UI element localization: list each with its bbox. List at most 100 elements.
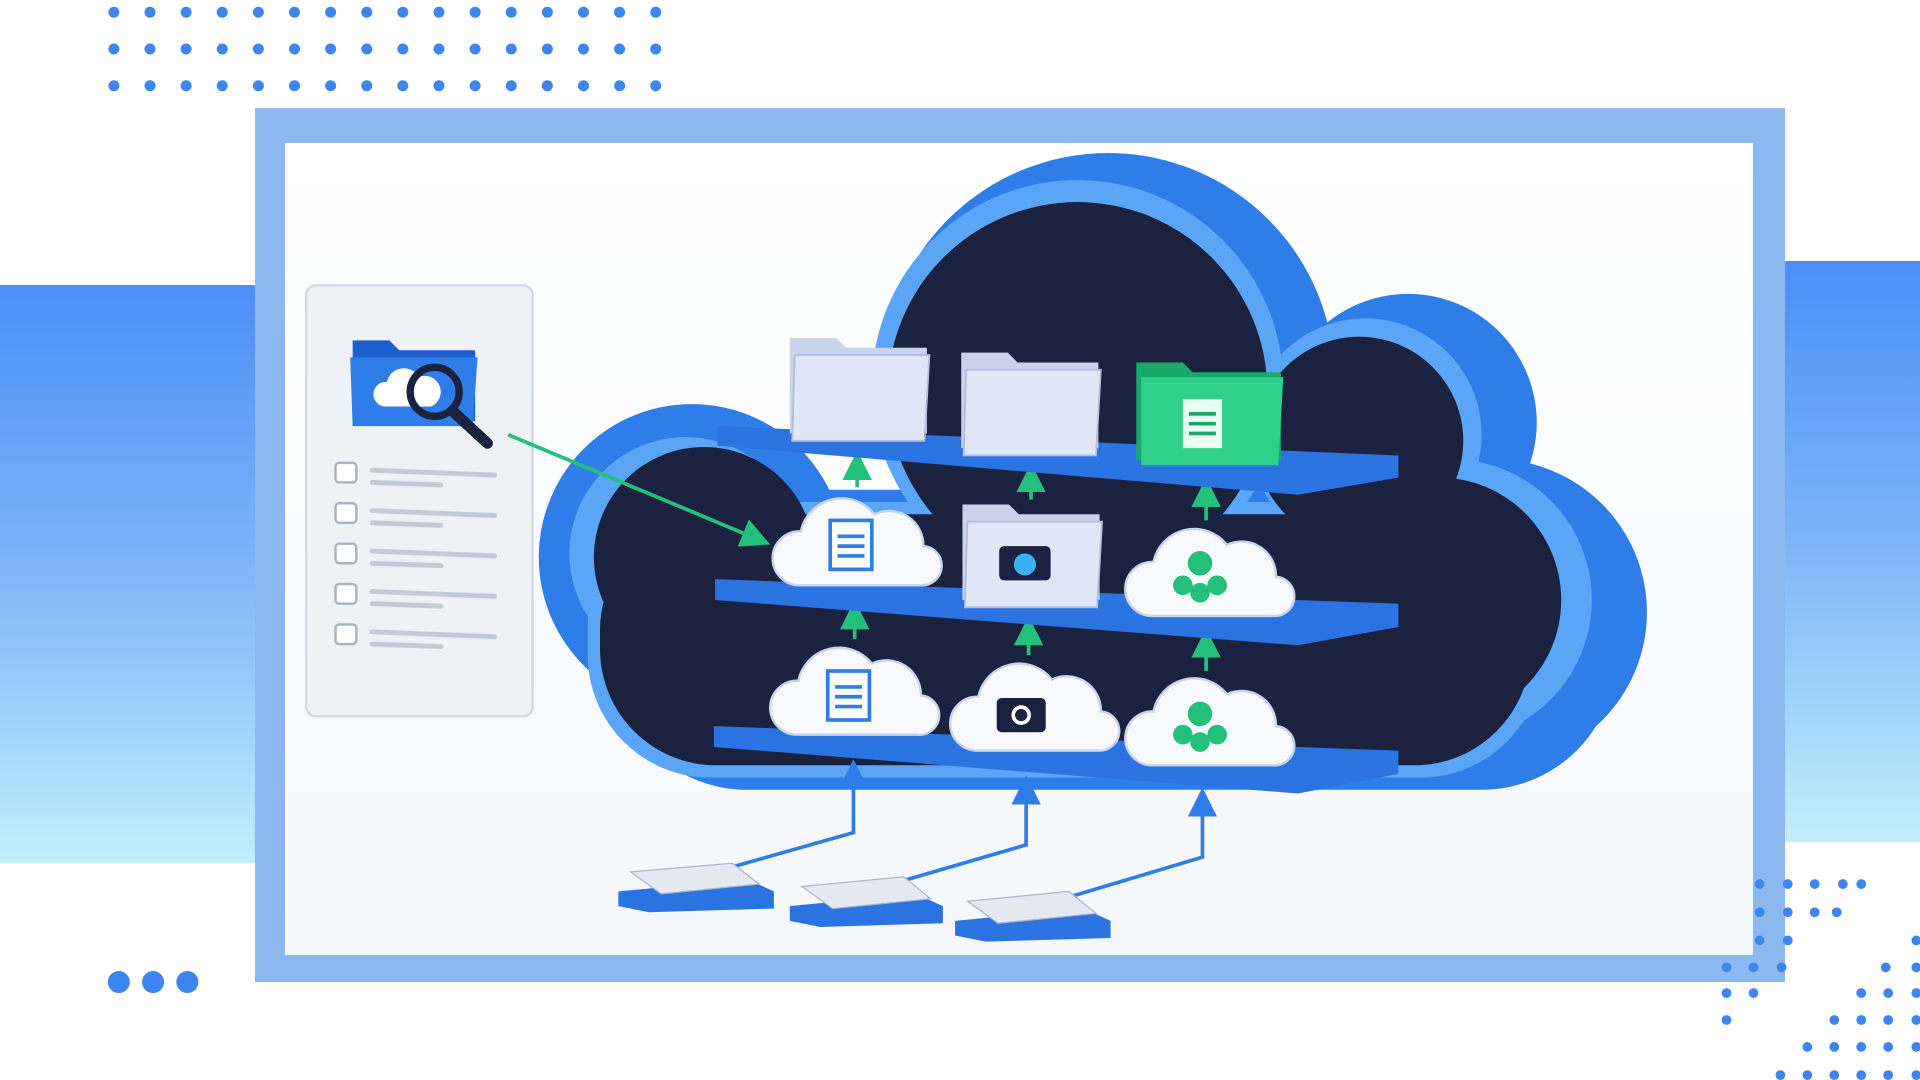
decorative-dot bbox=[505, 6, 517, 18]
decorative-dot bbox=[361, 6, 373, 18]
decorative-dot bbox=[1721, 962, 1732, 973]
decorative-dot bbox=[361, 80, 373, 92]
decorative-dot bbox=[1829, 1070, 1840, 1080]
camera-folder-icon bbox=[961, 503, 1103, 609]
decorative-dot bbox=[577, 43, 589, 55]
document-file-icon bbox=[618, 862, 774, 913]
checkbox bbox=[334, 502, 358, 525]
decorative-dot bbox=[1721, 988, 1732, 998]
text-line bbox=[369, 508, 498, 518]
decorative-dot bbox=[252, 6, 264, 18]
decorative-dot bbox=[650, 80, 662, 92]
decorative-dot bbox=[1754, 879, 1765, 889]
decorative-dot bbox=[577, 80, 589, 92]
decorative-dot bbox=[108, 80, 120, 92]
decorative-dot bbox=[325, 6, 337, 18]
decorative-dot bbox=[1883, 1015, 1894, 1025]
decorative-dot bbox=[1856, 988, 1867, 998]
ellipsis-dots bbox=[107, 971, 199, 994]
decorative-dot bbox=[1883, 1042, 1894, 1052]
decorative-dot bbox=[1802, 1070, 1813, 1080]
left-gradient-band bbox=[0, 285, 290, 863]
decorative-dot bbox=[325, 80, 337, 92]
document-cloud-icon bbox=[771, 497, 943, 587]
decorative-dot bbox=[1911, 1070, 1920, 1080]
checkbox bbox=[334, 461, 358, 484]
decorative-dot bbox=[650, 6, 662, 18]
decorative-dot bbox=[288, 80, 300, 92]
decorative-dot bbox=[108, 43, 120, 55]
decorative-dot bbox=[144, 80, 156, 92]
people-cloud-icon bbox=[1124, 527, 1296, 618]
camera-cloud-icon bbox=[948, 662, 1121, 752]
decorative-dot bbox=[252, 43, 264, 55]
decorative-dot bbox=[108, 6, 120, 18]
decorative-dot bbox=[1856, 1015, 1867, 1025]
text-line bbox=[369, 548, 498, 559]
text-line bbox=[369, 480, 444, 488]
decorative-dot bbox=[1829, 1042, 1840, 1052]
shelves bbox=[713, 426, 1399, 794]
decorative-dot bbox=[1775, 1070, 1786, 1080]
decorative-dot bbox=[1856, 1042, 1867, 1052]
decorative-dot bbox=[1911, 962, 1920, 973]
checklist bbox=[334, 461, 498, 649]
decorative-dot bbox=[180, 80, 192, 92]
decorative-dot bbox=[288, 6, 300, 18]
decorative-dot bbox=[1911, 1042, 1920, 1052]
decorative-dot bbox=[180, 6, 192, 18]
document-folder-icon bbox=[1136, 362, 1284, 466]
decorative-dot bbox=[1721, 1015, 1732, 1025]
decorative-dot bbox=[1782, 935, 1793, 946]
decorative-dot bbox=[216, 6, 228, 18]
decorative-dot bbox=[614, 80, 626, 92]
decorative-dot bbox=[1748, 962, 1759, 973]
document-cloud-icon bbox=[768, 646, 941, 736]
decorative-dot bbox=[180, 43, 192, 55]
decorative-dot bbox=[1809, 879, 1820, 889]
decorative-dot bbox=[216, 43, 228, 55]
decorative-dot bbox=[1809, 907, 1820, 918]
decorative-dot bbox=[1856, 1070, 1867, 1080]
decorative-dot bbox=[1754, 907, 1765, 918]
decorative-dot bbox=[1802, 1042, 1813, 1052]
decorative-dot bbox=[614, 43, 626, 55]
decorative-dot bbox=[541, 80, 553, 92]
decorative-dot bbox=[1776, 962, 1787, 973]
decorative-dot bbox=[1831, 907, 1842, 918]
decorative-dot bbox=[252, 80, 264, 92]
decorative-dot bbox=[469, 6, 481, 18]
search-checklist-panel bbox=[304, 284, 534, 718]
decorative-dot bbox=[1883, 1070, 1894, 1080]
checklist-row bbox=[334, 582, 498, 609]
text-line bbox=[369, 629, 498, 640]
decorative-dot bbox=[433, 6, 445, 18]
decorative-dot bbox=[469, 80, 481, 92]
upload-flow-arrows bbox=[507, 432, 1221, 672]
checklist-row bbox=[334, 623, 498, 649]
checklist-row bbox=[334, 461, 498, 488]
decorative-dot bbox=[1748, 988, 1759, 998]
decorative-dot bbox=[541, 43, 553, 55]
decorative-dot bbox=[614, 6, 626, 18]
decorative-dot bbox=[144, 43, 156, 55]
decorative-dot bbox=[650, 43, 662, 55]
decorative-dot bbox=[288, 43, 300, 55]
folder-icon bbox=[788, 337, 931, 442]
people-cloud-icon bbox=[1124, 677, 1296, 767]
text-line bbox=[369, 560, 444, 569]
decorative-dot bbox=[1911, 988, 1920, 998]
checklist-row bbox=[334, 542, 498, 569]
decorative-dot bbox=[577, 6, 589, 18]
decorative-dot bbox=[1829, 1015, 1840, 1025]
cloud-search-folder-icon bbox=[350, 340, 493, 449]
decorative-dot bbox=[469, 43, 481, 55]
upload-arrows bbox=[731, 759, 1218, 899]
decorative-dot bbox=[1754, 935, 1765, 946]
folder-icon bbox=[960, 351, 1102, 457]
text-line bbox=[369, 588, 498, 599]
decorative-dot bbox=[216, 80, 228, 92]
decorative-dot bbox=[361, 43, 373, 55]
decorative-dot bbox=[433, 43, 445, 55]
